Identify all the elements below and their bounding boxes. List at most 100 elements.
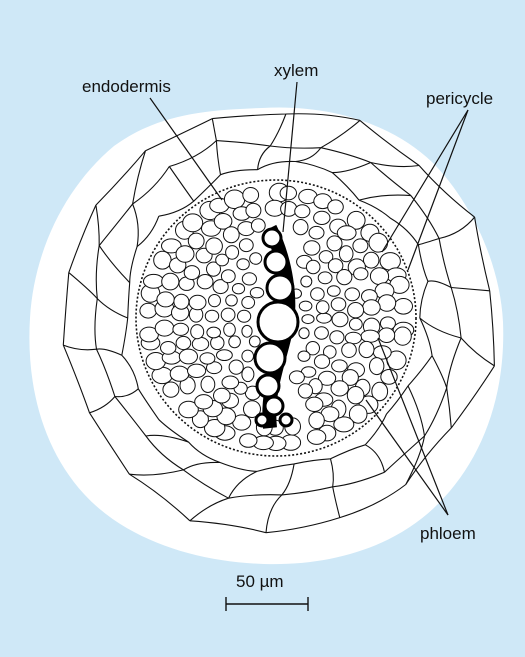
stele-cell <box>183 214 203 232</box>
stele-cell <box>154 251 171 269</box>
stele-cell <box>379 328 395 343</box>
stele-cell <box>207 327 221 338</box>
stele-cell <box>222 376 239 389</box>
stele-cell <box>176 246 194 263</box>
stele-cell <box>361 330 379 342</box>
stele-cell <box>302 315 314 324</box>
stele-cell <box>232 284 244 294</box>
stele-cell <box>353 239 368 253</box>
stele-cell <box>179 349 197 364</box>
stele-cell <box>306 260 320 273</box>
xylem-vessel <box>280 414 292 426</box>
stele-cell <box>243 188 259 203</box>
stele-cell <box>237 259 249 270</box>
stele-cell <box>176 336 191 349</box>
stele-cell <box>197 275 213 289</box>
stele-cell <box>174 294 189 309</box>
stele-cell <box>347 387 364 404</box>
stele-cell <box>188 233 204 249</box>
stele-cell <box>200 353 215 364</box>
stele-cell <box>364 252 379 268</box>
stele-cell <box>381 370 397 385</box>
stele-cell <box>349 318 362 330</box>
stele-cell <box>331 298 346 311</box>
stele-cell <box>339 246 353 262</box>
stele-cell <box>205 310 218 322</box>
stele-cell <box>242 325 252 337</box>
stele-cell <box>170 366 189 381</box>
stele-cell <box>345 288 360 301</box>
stele-cell <box>309 412 324 429</box>
xylem-vessel <box>263 229 281 247</box>
stele-cell <box>332 312 348 326</box>
stele-cell <box>299 301 312 311</box>
stele-cell <box>315 327 329 339</box>
stele-cell <box>337 270 352 285</box>
stele-cell <box>155 320 174 336</box>
stele-cell <box>242 350 254 362</box>
stele-cell <box>144 274 164 288</box>
stele-cell <box>342 343 357 358</box>
stele-cell <box>226 246 239 260</box>
stele-cell <box>354 268 368 280</box>
stele-cell <box>394 327 411 345</box>
stele-cell <box>206 238 223 254</box>
stele-cell <box>370 358 384 375</box>
stele-cell <box>191 325 204 339</box>
stele-cell <box>201 376 215 392</box>
stele-cell <box>229 336 241 348</box>
stele-cell <box>328 200 344 214</box>
stele-cell <box>314 355 329 369</box>
stele-cell <box>224 190 244 209</box>
stele-cell <box>251 219 265 232</box>
stele-cell <box>317 313 332 323</box>
scale-bar-label: 50 µm <box>236 573 284 590</box>
stele-cell <box>246 203 261 217</box>
pericycle-label: pericycle <box>426 90 493 107</box>
stele-cell <box>298 384 312 398</box>
stele-cell <box>238 310 251 322</box>
stele-cell <box>314 211 330 224</box>
stele-cell <box>221 308 235 321</box>
stele-cell <box>330 331 344 344</box>
stele-cell <box>370 268 388 285</box>
phloem-label: phloem <box>420 525 476 542</box>
stele-cell <box>363 300 381 315</box>
stele-cell <box>140 303 157 318</box>
stele-cell <box>250 253 262 265</box>
stele-cell <box>221 270 235 283</box>
stele-cell <box>242 273 256 285</box>
stele-cell <box>157 292 174 307</box>
stele-cell <box>162 273 179 290</box>
stele-cell <box>289 371 304 384</box>
stele-cell <box>239 239 253 252</box>
xylem-label: xylem <box>274 62 318 79</box>
stele-cell <box>209 295 221 307</box>
stele-cell <box>304 241 320 255</box>
stele-cell <box>309 226 324 239</box>
stele-cell <box>318 272 332 284</box>
stele-cell <box>240 434 257 448</box>
stele-cell <box>348 303 364 318</box>
stele-cell <box>242 367 254 382</box>
stele-cell <box>301 276 312 287</box>
xylem-vessel <box>265 397 283 415</box>
stele-cell <box>161 342 176 355</box>
stele-cell <box>188 364 206 377</box>
stele-cell <box>311 288 325 301</box>
stele-cell <box>380 253 400 270</box>
stele-cell <box>249 336 260 347</box>
stele-cell <box>359 341 374 357</box>
xylem-vessel <box>255 343 285 373</box>
stele-cell <box>316 301 329 314</box>
stele-cell <box>189 295 206 309</box>
stele-cell <box>184 266 199 280</box>
stele-cell <box>242 297 255 309</box>
stele-cell <box>217 350 233 361</box>
stele-cell <box>223 227 239 243</box>
stele-cell <box>298 351 310 361</box>
stele-cell <box>307 430 325 445</box>
stele-cell <box>173 323 189 335</box>
xylem-vessel <box>256 414 268 426</box>
stele-cell <box>280 186 296 200</box>
